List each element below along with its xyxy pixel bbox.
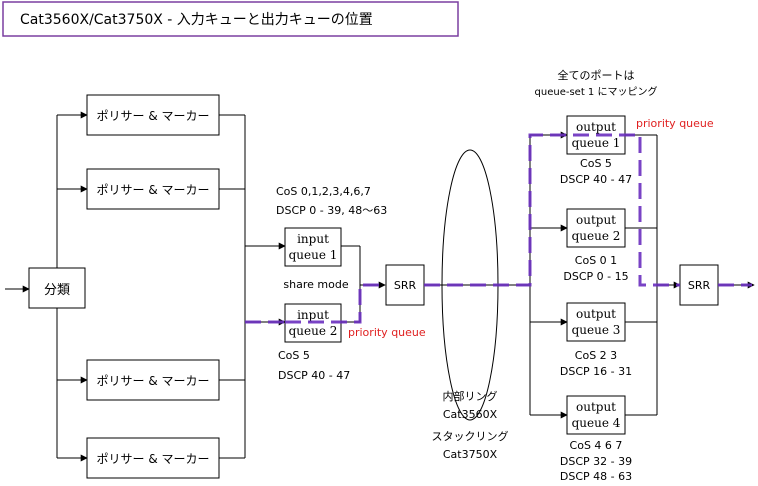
- output-queue-2-dscp: DSCP 0 - 15: [563, 270, 628, 283]
- ring-stack-label: スタックリング: [432, 429, 509, 443]
- output-queue-2-line1: output: [576, 213, 616, 227]
- input-dscp-top: DSCP 0 - 39, 48～63: [276, 204, 387, 217]
- output-queue-4-line1: output: [576, 400, 616, 414]
- output-queue-3-cos: CoS 2 3: [575, 349, 617, 362]
- classify-label: 分類: [44, 283, 70, 298]
- input-queue-1-line1: input: [297, 232, 329, 246]
- output-queue-4-line2: queue 4: [572, 416, 621, 430]
- output-queue-4-dscp-1: DSCP 32 - 39: [560, 455, 632, 468]
- policer-label-2: ポリサー & マーカー: [97, 183, 210, 197]
- output-queue-2-cos: CoS 0 1: [575, 254, 617, 267]
- policer-box-1: [86, 94, 220, 136]
- output-note-line2: queue-set 1 にマッピング: [535, 85, 658, 98]
- policer-label-3: ポリサー & マーカー: [97, 374, 210, 388]
- srr-output-label: SRR: [688, 279, 711, 292]
- ring-internal-model: Cat3560X: [443, 408, 498, 421]
- output-queue-3-line1: output: [576, 307, 616, 321]
- output-queue-1-cos: CoS 5: [580, 157, 612, 170]
- input-priority-label: priority queue: [348, 326, 426, 339]
- policer-box-4: [86, 437, 220, 479]
- classify-box: [28, 267, 86, 309]
- output-queue-3-box: [566, 302, 626, 342]
- ring-stack-model: Cat3750X: [443, 448, 498, 461]
- page-title: Cat3560X/Cat3750X - 入力キューと出力キューの位置: [20, 12, 373, 28]
- output-queue-3-dscp: DSCP 16 - 31: [560, 365, 632, 378]
- input-queue-1-box: [284, 227, 342, 267]
- output-priority-label: priority queue: [636, 117, 714, 130]
- input-dscp-bottom: DSCP 40 - 47: [278, 369, 350, 382]
- input-cos-top: CoS 0,1,2,3,4,6,7: [276, 185, 371, 198]
- policer-label-4: ポリサー & マーカー: [97, 452, 210, 466]
- srr-input-box: [385, 264, 425, 306]
- output-note-line1: 全てのポートは: [558, 68, 635, 82]
- output-queue-2-box: [566, 208, 626, 248]
- output-queue-4-cos: CoS 4 6 7: [570, 439, 623, 452]
- policer-label-1: ポリサー & マーカー: [97, 109, 210, 123]
- priority-path: [245, 133, 752, 324]
- title-box: [2, 1, 459, 37]
- input-queue-2-line1: input: [297, 308, 329, 322]
- output-queue-4-box: [566, 395, 626, 435]
- output-queue-3-line2: queue 3: [572, 323, 621, 337]
- input-queue-2-line2: queue 2: [289, 324, 338, 338]
- output-queue-4-dscp-2: DSCP 48 - 63: [560, 470, 632, 483]
- ring-internal-label: 内部リング: [443, 389, 498, 403]
- policer-box-2: [86, 168, 220, 210]
- srr-input-label: SRR: [394, 279, 417, 292]
- output-queue-2-line2: queue 2: [572, 229, 621, 243]
- output-queue-1-line1: output: [576, 120, 616, 134]
- share-mode-label: share mode: [283, 278, 348, 291]
- output-queue-1-line2: queue 1: [572, 136, 621, 150]
- policer-box-3: [86, 359, 220, 401]
- input-cos-bottom: CoS 5: [278, 349, 310, 362]
- output-queue-1-dscp: DSCP 40 - 47: [560, 173, 632, 186]
- input-queue-1-line2: queue 1: [289, 248, 338, 262]
